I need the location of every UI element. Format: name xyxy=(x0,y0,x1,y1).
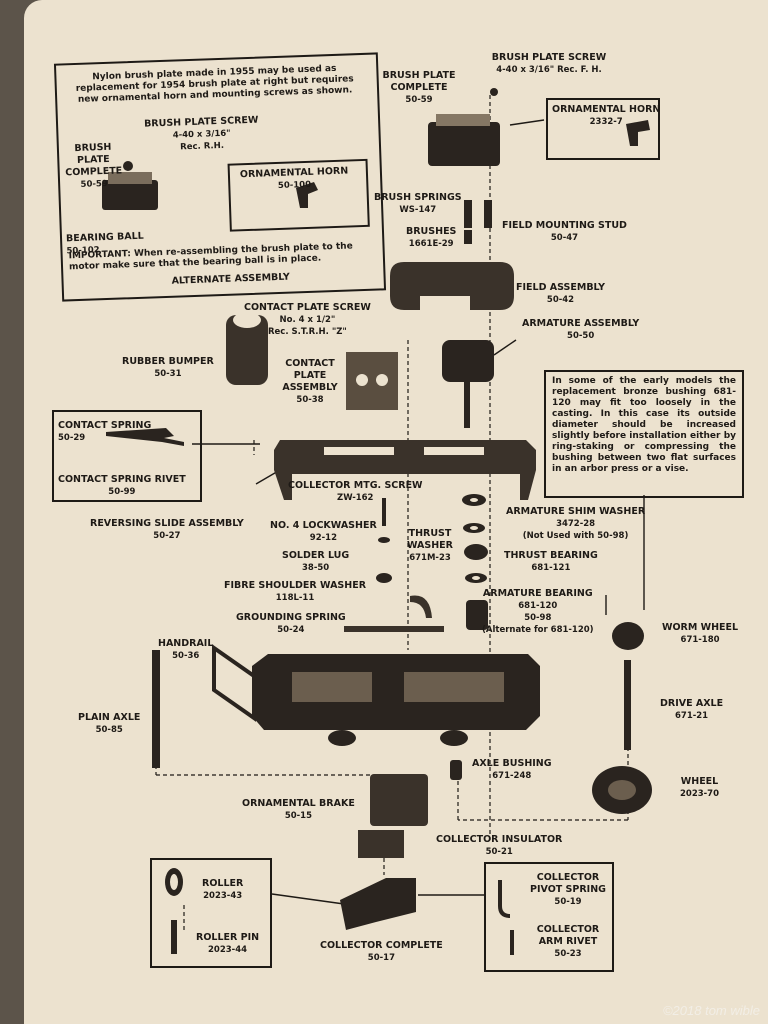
contact-spring-rivet-label: CONTACT SPRING RIVET 50-99 xyxy=(58,474,186,497)
ornamental-brake-drawing xyxy=(370,774,428,826)
roller-pin-label: ROLLER PIN 2023-44 xyxy=(196,932,260,955)
collector-insulator-drawing xyxy=(358,830,404,858)
brush-plate-screw-label: BRUSH PLATE SCREW 4-40 x 3/16" Rec. F. H… xyxy=(491,52,607,75)
plain-axle-label: PLAIN AXLE 50-85 xyxy=(78,712,141,735)
ornamental-brake-label: ORNAMENTAL BRAKE 50-15 xyxy=(242,798,355,821)
alternate-note: Nylon brush plate made in 1955 may be us… xyxy=(75,63,354,105)
alt-brush-plate-complete-label: BRUSH PLATE COMPLETE 50-59 xyxy=(65,141,123,190)
no4-lockwasher-label: NO. 4 LOCKWASHER 92-12 xyxy=(270,520,377,543)
rubber-bumper-label: RUBBER BUMPER 50-31 xyxy=(122,356,214,379)
frame-drawing xyxy=(252,654,540,746)
roller-box: ROLLER 2023-43 ROLLER PIN 2023-44 xyxy=(150,858,272,968)
ornamental-horn-box: ORNAMENTAL HORN 2332-7 xyxy=(546,98,660,160)
collector-mtg-screw-label: COLLECTOR MTG. SCREW ZW-162 xyxy=(288,480,423,503)
photo-credit: ©2018 tom wible xyxy=(662,1003,760,1018)
contact-plate-drawing xyxy=(346,352,398,410)
alt-assembly-title: ALTERNATE ASSEMBLY xyxy=(171,271,290,287)
field-mounting-stud-label: FIELD MOUNTING STUD 50-47 xyxy=(502,220,627,243)
bushing-note-box: In some of the early models the replacem… xyxy=(544,370,744,498)
ornamental-horn-label: ORNAMENTAL HORN 2332-7 xyxy=(552,104,661,127)
reversing-slide-drawing xyxy=(274,440,536,500)
manual-page: Nylon brush plate made in 1955 may be us… xyxy=(24,0,768,1024)
contact-spring-box: CONTACT SPRING 50-29 CONTACT SPRING RIVE… xyxy=(52,410,202,502)
axle-bushing-drawing xyxy=(450,760,462,780)
handrail-drawing xyxy=(212,644,256,722)
alt-brush-plate-screw-label: BRUSH PLATE SCREW 4-40 x 3/16" Rec. R.H. xyxy=(143,114,259,153)
collector-pivot-box: COLLECTOR PIVOT SPRING 50-19 COLLECTOR A… xyxy=(484,862,614,972)
collector-complete-drawing xyxy=(340,878,416,930)
reversing-slide-label: REVERSING SLIDE ASSEMBLY 50-27 xyxy=(90,518,244,541)
thrust-bearing-label: THRUST BEARING 681-121 xyxy=(504,550,598,573)
brush-plate-complete-label: BRUSH PLATE COMPLETE 50-59 xyxy=(382,70,456,105)
brush-springs-drawing xyxy=(464,200,492,244)
wheel-label: WHEEL 2023-70 xyxy=(680,776,720,799)
contact-plate-screw-label: CONTACT PLATE SCREW No. 4 x 1/2" Rec. S.… xyxy=(244,302,371,337)
bushing-note: In some of the early models the replacem… xyxy=(552,376,736,474)
wheel-drawing xyxy=(592,766,652,814)
alt-ornamental-horn-box: ORNAMENTAL HORN 50-100 xyxy=(227,158,370,232)
grounding-spring-label: GROUNDING SPRING 50-24 xyxy=(236,612,346,635)
drive-axle-drawing xyxy=(624,660,631,750)
drive-axle-label: DRIVE AXLE 671-21 xyxy=(660,698,724,721)
alternate-assembly-box: Nylon brush plate made in 1955 may be us… xyxy=(53,52,387,302)
plain-axle-drawing xyxy=(152,650,160,768)
worm-wheel-drawing xyxy=(612,622,644,650)
rubber-bumper-drawing xyxy=(226,312,268,385)
field-assembly-drawing xyxy=(390,262,514,310)
field-assembly-label: FIELD ASSEMBLY 50-42 xyxy=(516,282,606,305)
worm-wheel-label: WORM WHEEL 671-180 xyxy=(662,622,739,645)
armature-bearing-label: ARMATURE BEARING 681-120 50-98 (Alternat… xyxy=(482,588,594,635)
axle-bushing-label: AXLE BUSHING 671-248 xyxy=(472,758,552,781)
grounding-spring-drawing xyxy=(344,595,444,632)
ornamental-horn-drawing xyxy=(626,120,650,146)
armature-drawing xyxy=(442,340,494,428)
collector-complete-label: COLLECTOR COMPLETE 50-17 xyxy=(320,940,443,963)
brush-plate-drawing xyxy=(428,88,500,166)
collector-pivot-spring-label: COLLECTOR PIVOT SPRING 50-19 xyxy=(530,872,606,907)
pivot-spring-drawing xyxy=(498,880,514,955)
exploded-parts-drawing xyxy=(102,88,652,955)
alt-ornamental-horn-label: ORNAMENTAL HORN 50-100 xyxy=(239,165,349,191)
thrust-washer-label: THRUST WASHER 671M-23 xyxy=(406,528,453,563)
handrail-label: HANDRAIL 50-36 xyxy=(158,638,214,661)
roller-label: ROLLER 2023-43 xyxy=(202,878,244,901)
washers-drawing xyxy=(376,494,488,630)
armature-assembly-label: ARMATURE ASSEMBLY 50-50 xyxy=(522,318,640,341)
brushes-label: BRUSHES 1661E-29 xyxy=(406,226,457,249)
solder-lug-label: SOLDER LUG 38-50 xyxy=(282,550,350,573)
collector-insulator-label: COLLECTOR INSULATOR 50-21 xyxy=(436,834,563,857)
armature-shim-washer-label: ARMATURE SHIM WASHER 3472-28 (Not Used w… xyxy=(506,506,646,541)
brush-springs-label: BRUSH SPRINGS WS-147 xyxy=(374,192,462,215)
fibre-shoulder-washer-label: FIBRE SHOULDER WASHER 118L-11 xyxy=(224,580,367,603)
collector-arm-rivet-label: COLLECTOR ARM RIVET 50-23 xyxy=(536,924,600,959)
contact-spring-label: CONTACT SPRING 50-29 xyxy=(58,420,152,443)
alt-ornamental-horn-drawing xyxy=(296,182,318,208)
contact-spring-drawing xyxy=(106,428,184,446)
alt-brush-plate-drawing xyxy=(102,161,158,210)
contact-plate-assembly-label: CONTACT PLATE ASSEMBLY 50-38 xyxy=(282,358,338,405)
roller-drawing xyxy=(165,868,183,954)
